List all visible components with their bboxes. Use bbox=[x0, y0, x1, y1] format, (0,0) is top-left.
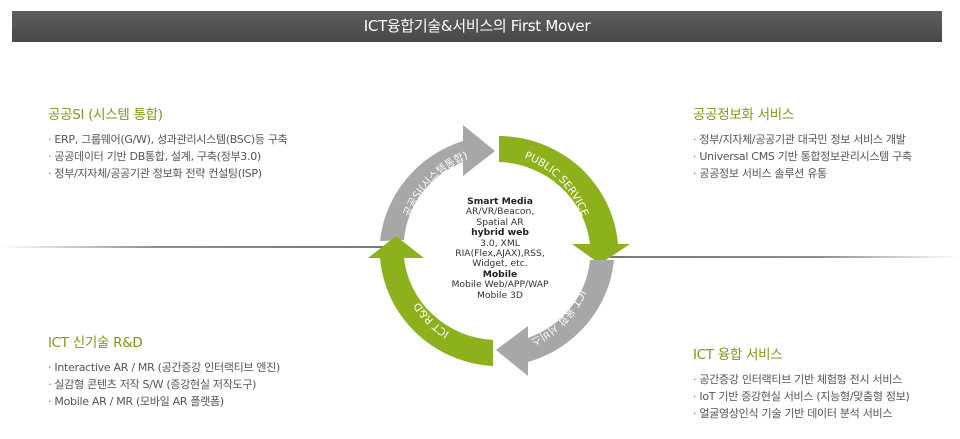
center-line: 3.0, XML bbox=[480, 237, 520, 249]
title-banner: ICT융합기술&서비스의 First Mover bbox=[12, 11, 942, 42]
center-line: AR/VR/Beacon, bbox=[465, 206, 535, 218]
list-item: 실감형 콘텐츠 저작 S/W (증강현실 저작도구) bbox=[48, 376, 280, 393]
block-title: ICT 신기술 R&D bbox=[48, 335, 143, 351]
list-item: 정부/지자체/공공기관 정보화 전략 컨설팅(ISP) bbox=[48, 165, 287, 182]
block-list: Interactive AR / MR (공간증강 인터랙티브 엔진) 실감형 … bbox=[48, 359, 280, 410]
center-heading: Mobile bbox=[482, 268, 518, 280]
center-line: Mobile Web/APP/WAP bbox=[451, 279, 549, 291]
list-item: Mobile AR / MR (모바일 AR 플랫폼) bbox=[48, 393, 280, 410]
center-line: Spatial AR bbox=[476, 216, 524, 228]
list-item: Interactive AR / MR (공간증강 인터랙티브 엔진) bbox=[48, 359, 280, 376]
block-list: 공간증강 인터랙티브 기반 체험형 전시 서비스 IoT 기반 증강현실 서비스… bbox=[693, 371, 910, 422]
page-title: ICT융합기술&서비스의 First Mover bbox=[363, 17, 591, 35]
list-item: 공공정보 서비스 솔루션 유통 bbox=[693, 165, 912, 182]
block-ict-rnd: ICT 신기술 R&D Interactive AR / MR (공간증강 인터… bbox=[48, 331, 280, 410]
list-item: 공공데이터 기반 DB통합, 설계, 구축(정부3.0) bbox=[48, 148, 287, 165]
list-item: Universal CMS 기반 통합정보관리시스템 구축 bbox=[693, 148, 912, 165]
list-item: 정부/지자체/공공기관 대국민 정보 서비스 개발 bbox=[693, 131, 912, 148]
block-list: ERP, 그룹웨어(G/W), 성과관리시스템(BSC)등 구축 공공데이터 기… bbox=[48, 131, 287, 182]
center-heading: hybrid web bbox=[471, 227, 529, 239]
list-item: ERP, 그룹웨어(G/W), 성과관리시스템(BSC)등 구축 bbox=[48, 131, 287, 148]
divider-right bbox=[610, 256, 960, 258]
block-list: 정부/지자체/공공기관 대국민 정보 서비스 개발 Universal CMS … bbox=[693, 131, 912, 182]
block-title: 공공SI (시스템 통합) bbox=[48, 107, 163, 123]
center-line: RIA(Flex,AJAX),RSS, bbox=[455, 248, 545, 260]
divider-left bbox=[0, 246, 390, 248]
list-item: IoT 기반 증강현실 서비스 (지능형/맞춤형 정보) bbox=[693, 388, 909, 405]
center-line: Widget, etc. bbox=[472, 258, 528, 270]
list-item: 공간증강 인터랙티브 기반 체험형 전시 서비스 bbox=[693, 371, 910, 388]
cycle-diagram: 공공SI(시스템통합) PUBLIC SERVICE ICT 융합 서비스 IC… bbox=[368, 125, 630, 376]
block-public-info-service: 공공정보화 서비스 정부/지자체/공공기관 대국민 정보 서비스 개발 Univ… bbox=[693, 103, 912, 182]
cycle-center-text: Smart Media AR/VR/Beacon, Spatial AR hyb… bbox=[438, 196, 562, 301]
block-ict-convergence-service: ICT 융합 서비스 공간증강 인터랙티브 기반 체험형 전시 서비스 IoT … bbox=[693, 343, 910, 422]
block-public-si: 공공SI (시스템 통합) ERP, 그룹웨어(G/W), 성과관리시스템(BS… bbox=[48, 103, 288, 182]
center-line: Mobile 3D bbox=[477, 289, 523, 301]
block-title: 공공정보화 서비스 bbox=[693, 107, 794, 123]
block-title: ICT 융합 서비스 bbox=[693, 347, 783, 363]
list-item: 얼굴영상인식 기술 기반 데이터 분석 서비스 bbox=[693, 405, 910, 422]
center-heading: Smart Media bbox=[467, 196, 533, 207]
